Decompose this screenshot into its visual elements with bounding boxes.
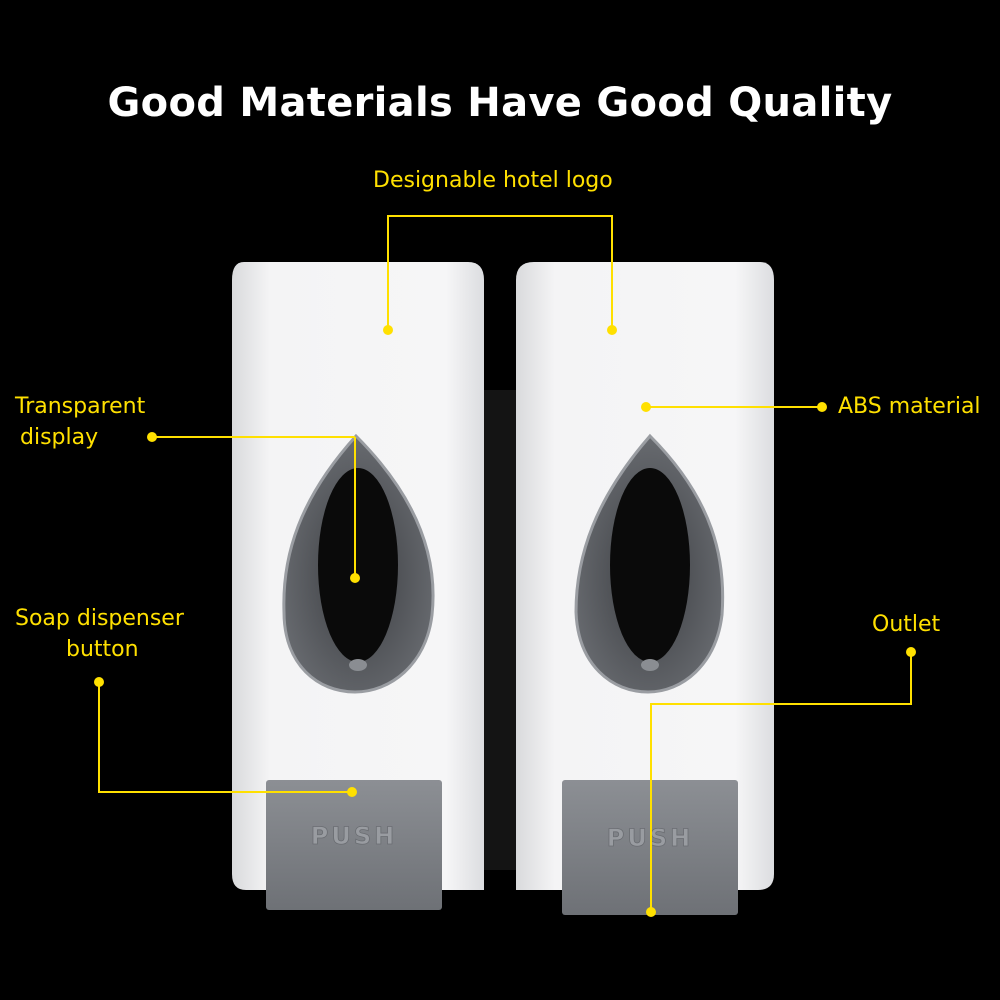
outlet-callout: Outlet	[872, 612, 941, 637]
logo-callout: Designable hotel logo	[373, 168, 613, 193]
abs-callout: ABS material	[838, 394, 981, 419]
callout-dots	[94, 325, 916, 917]
transparent-callout-line1: Transparent	[15, 394, 146, 419]
page-title: Good Materials Have Good Quality	[107, 80, 893, 126]
dispenser-right: PUSH	[516, 262, 774, 915]
dispenser-left: PUSH	[232, 262, 484, 910]
outlet-line	[650, 652, 912, 912]
logo-line	[387, 215, 613, 330]
push-button	[266, 780, 442, 910]
callout-lines	[98, 215, 912, 912]
window-inner	[610, 468, 690, 662]
window-inner	[318, 468, 398, 662]
soap-callout-line2: button	[66, 637, 139, 662]
soap-callout-line1: Soap dispenser	[15, 606, 184, 631]
push-label: PUSH	[607, 824, 693, 852]
push-label: PUSH	[311, 822, 397, 850]
soap-line	[98, 682, 352, 793]
transparent-callout-line2: display	[20, 425, 99, 450]
